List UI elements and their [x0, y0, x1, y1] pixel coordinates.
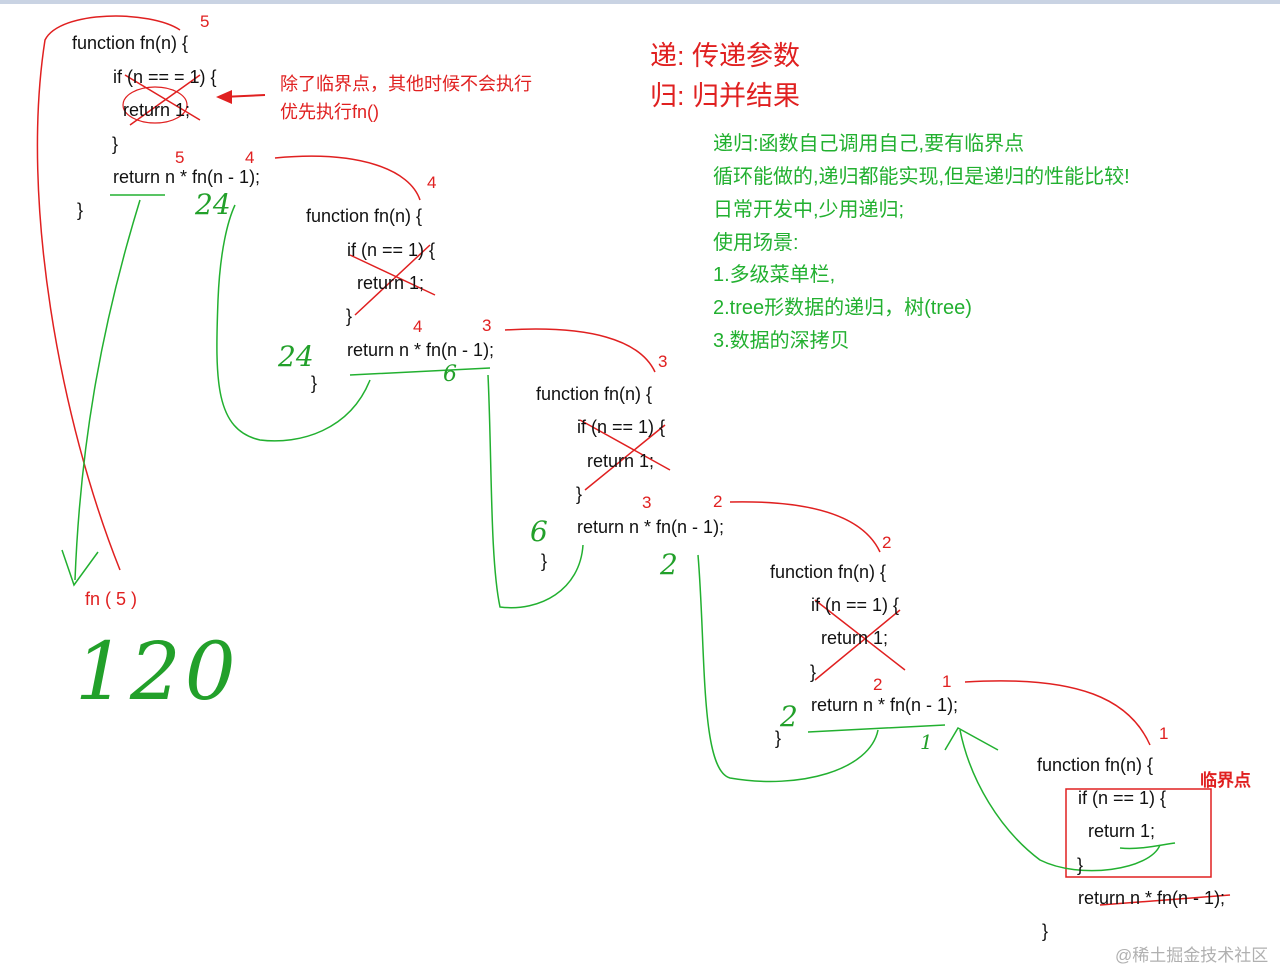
note-3: 使用场景: [713, 232, 799, 254]
block4-close2: } [775, 728, 782, 748]
block5-close2: } [1042, 921, 1049, 941]
num-b2-arg: 3 [482, 316, 492, 335]
underline-crit [1119, 842, 1176, 850]
hand-r4: 6 [530, 515, 548, 548]
hand-r3: 6 [443, 362, 457, 387]
hand-r5: 2 [660, 548, 678, 581]
note-arrow [221, 94, 266, 98]
return-arrow-head-1 [61, 549, 99, 587]
block1-close1: } [112, 134, 119, 154]
block5-ret1: return 1; [1088, 821, 1156, 841]
block4-ret1: return 1; [821, 628, 889, 648]
hand-r2: 24 [278, 340, 314, 373]
note-arrow-head [216, 90, 232, 104]
block2-ret1: return 1; [357, 273, 425, 293]
call-arrow-2 [729, 501, 881, 553]
num-b1-top: 5 [200, 12, 210, 31]
block2-cond: if (n == 1) { [347, 240, 436, 260]
critical-note-line1: 除了临界点，其他时候不会执行 [280, 74, 532, 94]
watermark: @稀土掘金技术社区 [1115, 946, 1269, 965]
num-b4-top: 2 [882, 533, 892, 552]
block3-cond: if (n == 1) { [577, 417, 666, 437]
block5-cond: if (n == 1) { [1078, 788, 1167, 808]
block3-close1: } [576, 484, 583, 504]
block1-rec: return n * fn(n - 1); [113, 167, 261, 187]
critical-note-line2: 优先执行fn() [280, 102, 379, 122]
result-value: 120 [75, 625, 240, 718]
return-1 [74, 194, 165, 581]
block3-ret1: return 1; [587, 451, 655, 471]
call-arrow-1 [964, 680, 1151, 746]
num-b2-top: 4 [427, 173, 437, 192]
call-label: fn ( 5 ) [85, 589, 138, 609]
note-2: 日常开发中,少用递归; [713, 199, 905, 221]
num-b4-arg: 1 [942, 672, 952, 691]
num-b2-n: 4 [413, 317, 423, 336]
critical-label: 临界点 [1200, 771, 1251, 790]
block5-close1: } [1077, 855, 1084, 875]
note-0: 递归:函数自己调用自己,要有临界点 [713, 133, 1025, 155]
note-1: 循环能做的,递归都能实现,但是递归的性能比较! [713, 166, 1130, 188]
hand-r6: 2 [780, 700, 798, 733]
num-b3-n: 3 [642, 493, 652, 512]
block3-rec: return n * fn(n - 1); [577, 517, 725, 537]
gui-label: 归: 归并结果 [650, 81, 801, 111]
block3-fn: function fn(n) { [536, 384, 653, 404]
num-b1-arg: 4 [245, 148, 255, 167]
block1-close2: } [77, 200, 84, 220]
hand-r1: 24 [195, 188, 231, 221]
num-b3-top: 3 [658, 352, 668, 371]
block2-rec: return n * fn(n - 1); [347, 340, 495, 360]
note-4: 1.多级菜单栏, [713, 264, 836, 286]
block5-rec: return n * fn(n - 1); [1078, 888, 1226, 908]
note-6: 3.数据的深拷贝 [713, 330, 850, 352]
block2-close1: } [346, 306, 353, 326]
block4-rec: return n * fn(n - 1); [811, 695, 959, 715]
num-b3-arg: 2 [713, 492, 723, 511]
block4-close1: } [810, 662, 817, 682]
block1-ret1: return 1; [123, 100, 191, 120]
di-label: 递: 传递参数 [650, 41, 801, 71]
return-4 [697, 554, 946, 783]
block2-fn: function fn(n) { [306, 206, 423, 226]
block2-close2: } [311, 373, 318, 393]
block3-close2: } [541, 551, 548, 571]
block4-fn: function fn(n) { [770, 562, 887, 582]
window-top-border [0, 0, 1280, 4]
block1-fn: function fn(n) { [72, 33, 189, 53]
call-arrow-4 [274, 155, 421, 201]
call-arrow-3 [504, 328, 656, 373]
num-b1-n: 5 [175, 148, 185, 167]
note-5: 2.tree形数据的递归，树(tree) [713, 297, 972, 319]
hand-r7: 1 [920, 730, 933, 754]
return-arrow-head-5 [944, 726, 999, 751]
num-b5-top: 1 [1159, 724, 1169, 743]
block5-fn: function fn(n) { [1037, 755, 1154, 775]
return-3 [487, 374, 584, 609]
num-b4-n: 2 [873, 675, 883, 694]
block1-cond: if (n == = 1) { [113, 67, 217, 87]
block4-cond: if (n == 1) { [811, 595, 900, 615]
